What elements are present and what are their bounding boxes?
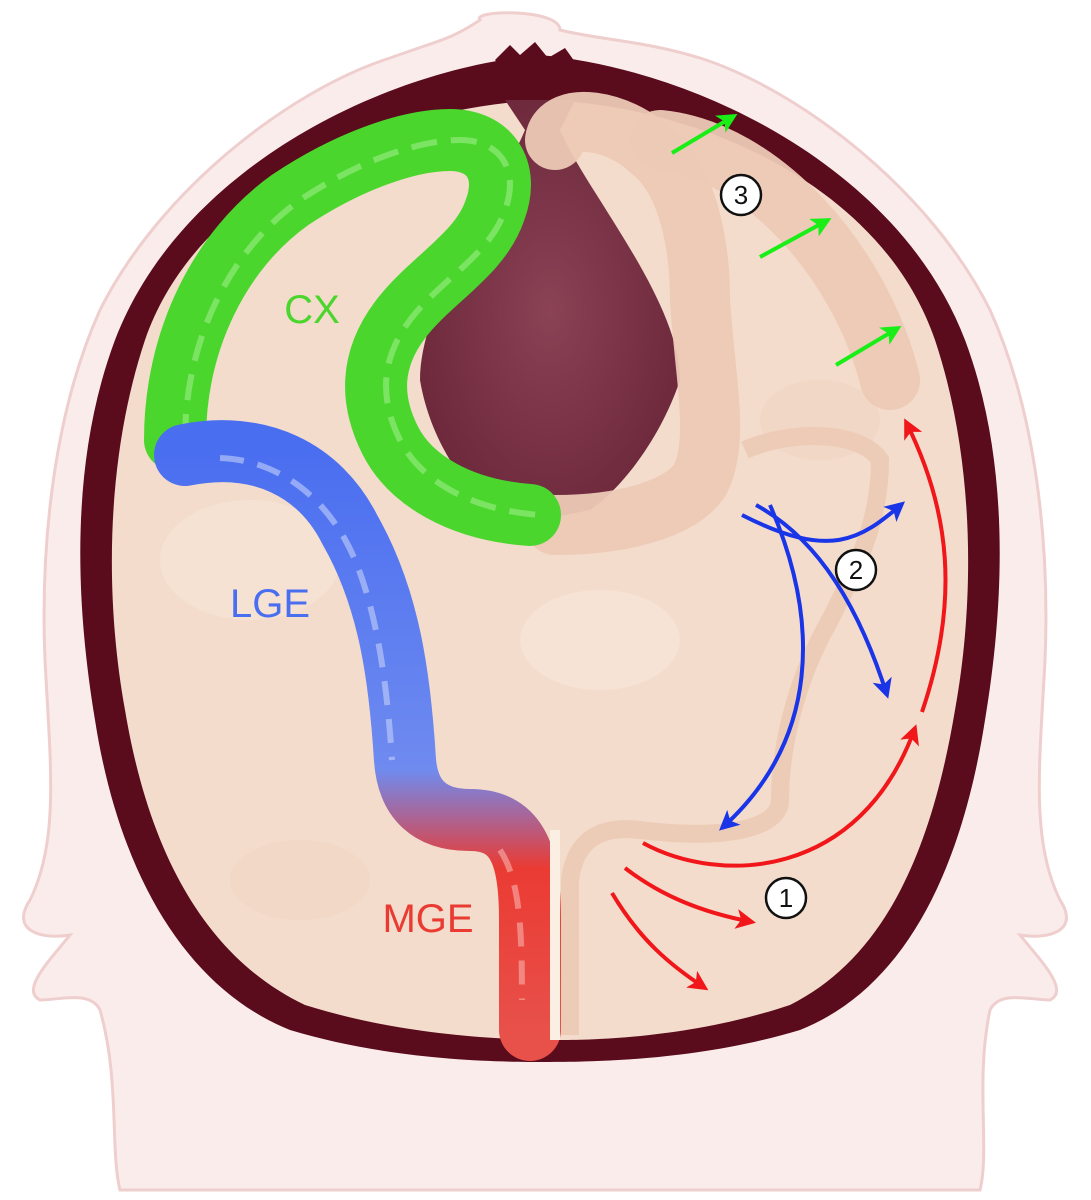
step-2-marker: 2 — [836, 550, 876, 590]
step-3-marker: 3 — [721, 175, 761, 215]
step-2-number: 2 — [849, 555, 863, 585]
lge-label: LGE — [230, 582, 310, 626]
step-1-number: 1 — [779, 883, 793, 913]
step-3-number: 3 — [734, 180, 748, 210]
mge-label: MGE — [382, 897, 473, 941]
cortex-label: CX — [284, 288, 340, 332]
step-1-marker: 1 — [766, 878, 806, 918]
